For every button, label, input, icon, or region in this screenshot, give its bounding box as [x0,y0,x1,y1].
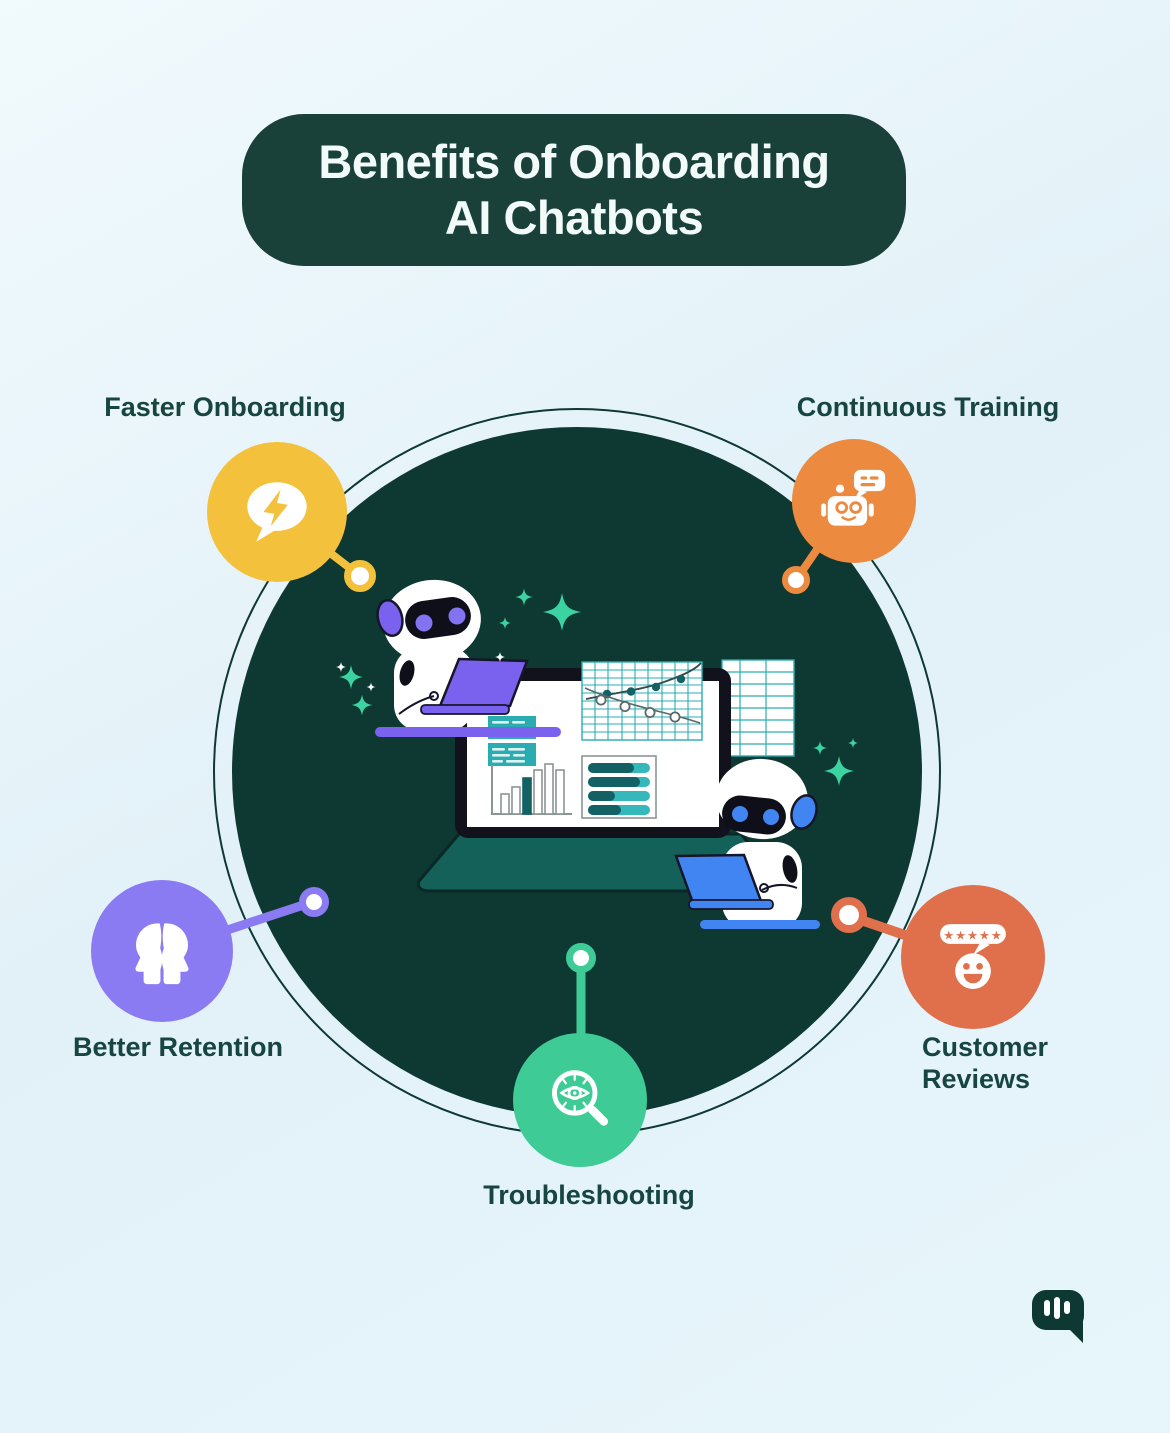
page-title-line-2: AI Chatbots [444,191,704,244]
benefit-label: Troubleshooting [483,1180,695,1210]
benefit-label: Continuous Training [796,392,1060,422]
benefit-circle-continuous-training [792,439,916,563]
chat-bubble-logo [1032,1290,1084,1343]
robots-laptop-illustration [336,579,858,929]
benefit-circle-better-retention [91,880,233,1022]
benefit-circle-customer-reviews: ★★★★★ [901,885,1045,1029]
connector-node [566,943,596,973]
lightning-speech-bubble-icon [247,482,307,542]
robot-left-icon [375,579,561,737]
benefit-label: Better Retention [72,1032,283,1062]
two-profile-heads-icon [135,923,189,985]
line-chart-grid [581,661,703,741]
benefit-label: Customer Reviews [922,1032,1049,1094]
side-table-panel [721,659,795,757]
page-title-line-1: Benefits of Onboarding [318,134,830,188]
progress-bars-panel [581,755,657,819]
connector-node [299,887,329,917]
title-pill: Benefits of Onboarding AI Chatbots [242,114,906,266]
mini-bar-chart [491,763,572,815]
robot-right-icon [674,758,820,929]
benefit-label: Faster Onboarding [104,392,346,422]
svg-text:★★★★★: ★★★★★ [943,929,1002,943]
benefit-circle-troubleshooting [513,1033,647,1167]
connector-node [782,566,810,594]
smiley-five-star-review-icon: ★★★★★ [940,924,1006,989]
chatbot-message-icon [821,469,886,526]
connector-node [831,897,867,933]
magnifier-eye-icon [552,1070,609,1126]
benefit-circle-faster-onboarding [207,442,347,582]
connector-node [344,560,376,592]
